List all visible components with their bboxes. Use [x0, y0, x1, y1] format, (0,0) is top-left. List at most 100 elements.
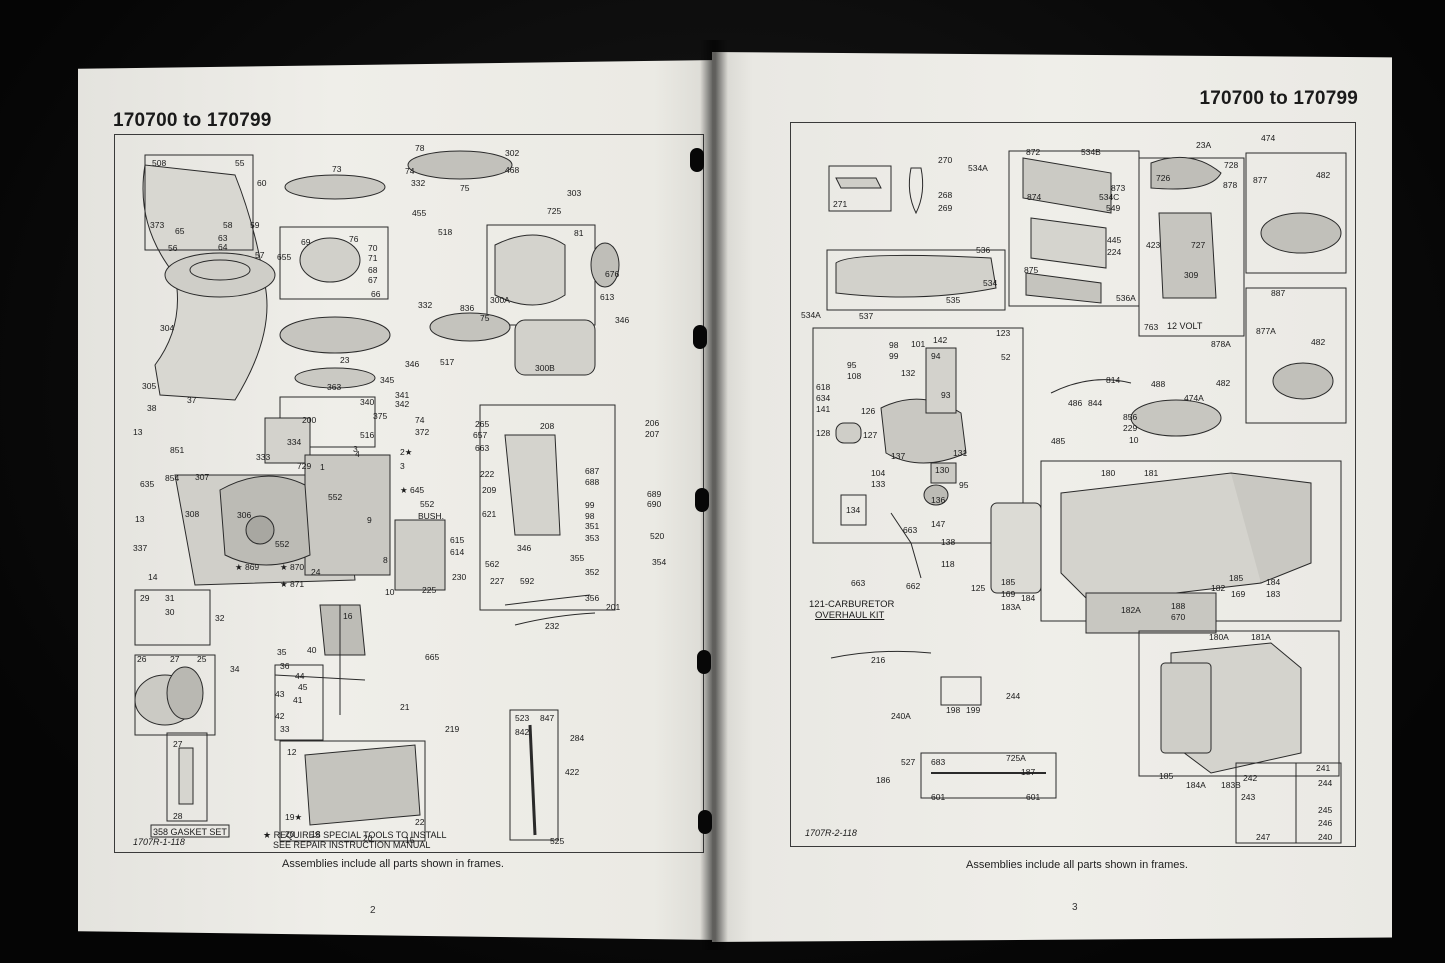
right-page-title: 170700 to 170799: [1199, 88, 1358, 109]
svg-text:306: 306: [237, 510, 251, 520]
svg-text:615: 615: [450, 535, 464, 545]
svg-text:342: 342: [395, 399, 409, 409]
svg-text:240A: 240A: [891, 711, 911, 721]
svg-text:1: 1: [320, 462, 325, 472]
svg-text:363: 363: [327, 382, 341, 392]
svg-text:351: 351: [585, 521, 599, 531]
svg-text:725: 725: [547, 206, 561, 216]
svg-text:303: 303: [567, 188, 581, 198]
volt-label: 12 VOLT: [1167, 321, 1203, 331]
svg-text:244: 244: [1006, 691, 1020, 701]
star-871-label: ★ 871: [280, 579, 304, 589]
svg-text:352: 352: [585, 567, 599, 577]
svg-text:688: 688: [585, 477, 599, 487]
svg-text:355: 355: [570, 553, 584, 563]
svg-text:247: 247: [1256, 832, 1270, 842]
svg-text:35: 35: [277, 647, 287, 657]
star-869-label: ★ 869: [235, 562, 259, 572]
svg-text:75: 75: [460, 183, 470, 193]
svg-text:455: 455: [412, 208, 426, 218]
svg-text:23: 23: [340, 355, 350, 365]
svg-text:333: 333: [256, 452, 270, 462]
svg-text:536A: 536A: [1116, 293, 1136, 303]
svg-text:334: 334: [287, 437, 301, 447]
svg-text:101: 101: [911, 339, 925, 349]
svg-text:69: 69: [301, 237, 311, 247]
svg-text:186: 186: [876, 775, 890, 785]
svg-text:13: 13: [133, 427, 143, 437]
svg-text:68: 68: [368, 265, 378, 275]
svg-text:268: 268: [938, 190, 952, 200]
svg-text:2★: 2★: [400, 447, 413, 457]
svg-text:305: 305: [142, 381, 156, 391]
right-page-number: 3: [1072, 902, 1078, 913]
svg-text:729: 729: [297, 461, 311, 471]
svg-text:663: 663: [903, 525, 917, 535]
svg-text:356: 356: [585, 593, 599, 603]
right-parts-diagram: 271 270 268 269 534A 872 534B 873 874 53…: [801, 133, 1347, 844]
svg-text:42: 42: [275, 711, 285, 721]
svg-text:BUSH.: BUSH.: [418, 511, 444, 521]
svg-text:130: 130: [935, 465, 949, 475]
svg-text:665: 665: [425, 652, 439, 662]
svg-text:216: 216: [871, 655, 885, 665]
svg-text:270: 270: [938, 155, 952, 165]
svg-text:183B: 183B: [1221, 780, 1241, 790]
svg-text:655: 655: [277, 252, 291, 262]
svg-text:873: 873: [1111, 183, 1125, 193]
svg-text:59: 59: [250, 220, 260, 230]
svg-text:45: 45: [298, 682, 308, 692]
svg-text:552: 552: [420, 499, 434, 509]
svg-text:198: 198: [946, 705, 960, 715]
svg-text:308: 308: [185, 509, 199, 519]
svg-text:95: 95: [847, 360, 857, 370]
svg-text:138: 138: [941, 537, 955, 547]
svg-text:185: 185: [1159, 771, 1173, 781]
svg-text:353: 353: [585, 533, 599, 543]
right-page: 170700 to 170799: [712, 52, 1392, 942]
svg-text:25: 25: [197, 654, 207, 664]
svg-text:518: 518: [438, 227, 452, 237]
svg-text:300A: 300A: [490, 295, 510, 305]
svg-text:422: 422: [565, 767, 579, 777]
svg-text:95: 95: [959, 480, 969, 490]
svg-text:332: 332: [411, 178, 425, 188]
svg-text:485: 485: [1051, 436, 1065, 446]
svg-text:486: 486: [1068, 398, 1082, 408]
svg-text:141: 141: [816, 404, 830, 414]
svg-text:508: 508: [152, 158, 166, 168]
svg-text:182: 182: [1211, 583, 1225, 593]
svg-text:222: 222: [480, 469, 494, 479]
svg-text:66: 66: [371, 289, 381, 299]
svg-text:37: 37: [187, 395, 197, 405]
svg-text:181A: 181A: [1251, 632, 1271, 642]
svg-text:534B: 534B: [1081, 147, 1101, 157]
svg-text:534A: 534A: [968, 163, 988, 173]
svg-text:689: 689: [647, 489, 661, 499]
svg-text:728: 728: [1224, 160, 1238, 170]
svg-text:534: 534: [983, 278, 997, 288]
svg-text:20: 20: [363, 833, 373, 843]
svg-text:32: 32: [215, 613, 225, 623]
svg-text:19★: 19★: [285, 812, 302, 822]
svg-text:131: 131: [953, 448, 967, 458]
svg-text:332: 332: [418, 300, 432, 310]
svg-text:243: 243: [1241, 792, 1255, 802]
svg-text:185: 185: [1229, 573, 1243, 583]
svg-text:180: 180: [1101, 468, 1115, 478]
right-diagram-frame: 271 270 268 269 534A 872 534B 873 874 53…: [790, 122, 1356, 847]
svg-text:482: 482: [1216, 378, 1230, 388]
svg-text:614: 614: [450, 547, 464, 557]
special-tools-note-line2: SEE REPAIR INSTRUCTION MANUAL: [273, 840, 431, 850]
carburetor-kit-label: 121-CARBURETOR OVERHAUL KIT: [809, 599, 894, 621]
svg-text:240: 240: [1318, 832, 1332, 842]
svg-text:64: 64: [218, 242, 228, 252]
svg-text:20: 20: [285, 829, 295, 839]
svg-text:183A: 183A: [1001, 602, 1021, 612]
svg-text:683: 683: [931, 757, 945, 767]
svg-text:856: 856: [1123, 412, 1137, 422]
svg-text:57: 57: [255, 250, 265, 260]
svg-text:525: 525: [550, 836, 564, 846]
svg-text:423: 423: [1146, 240, 1160, 250]
svg-text:224: 224: [1107, 247, 1121, 257]
